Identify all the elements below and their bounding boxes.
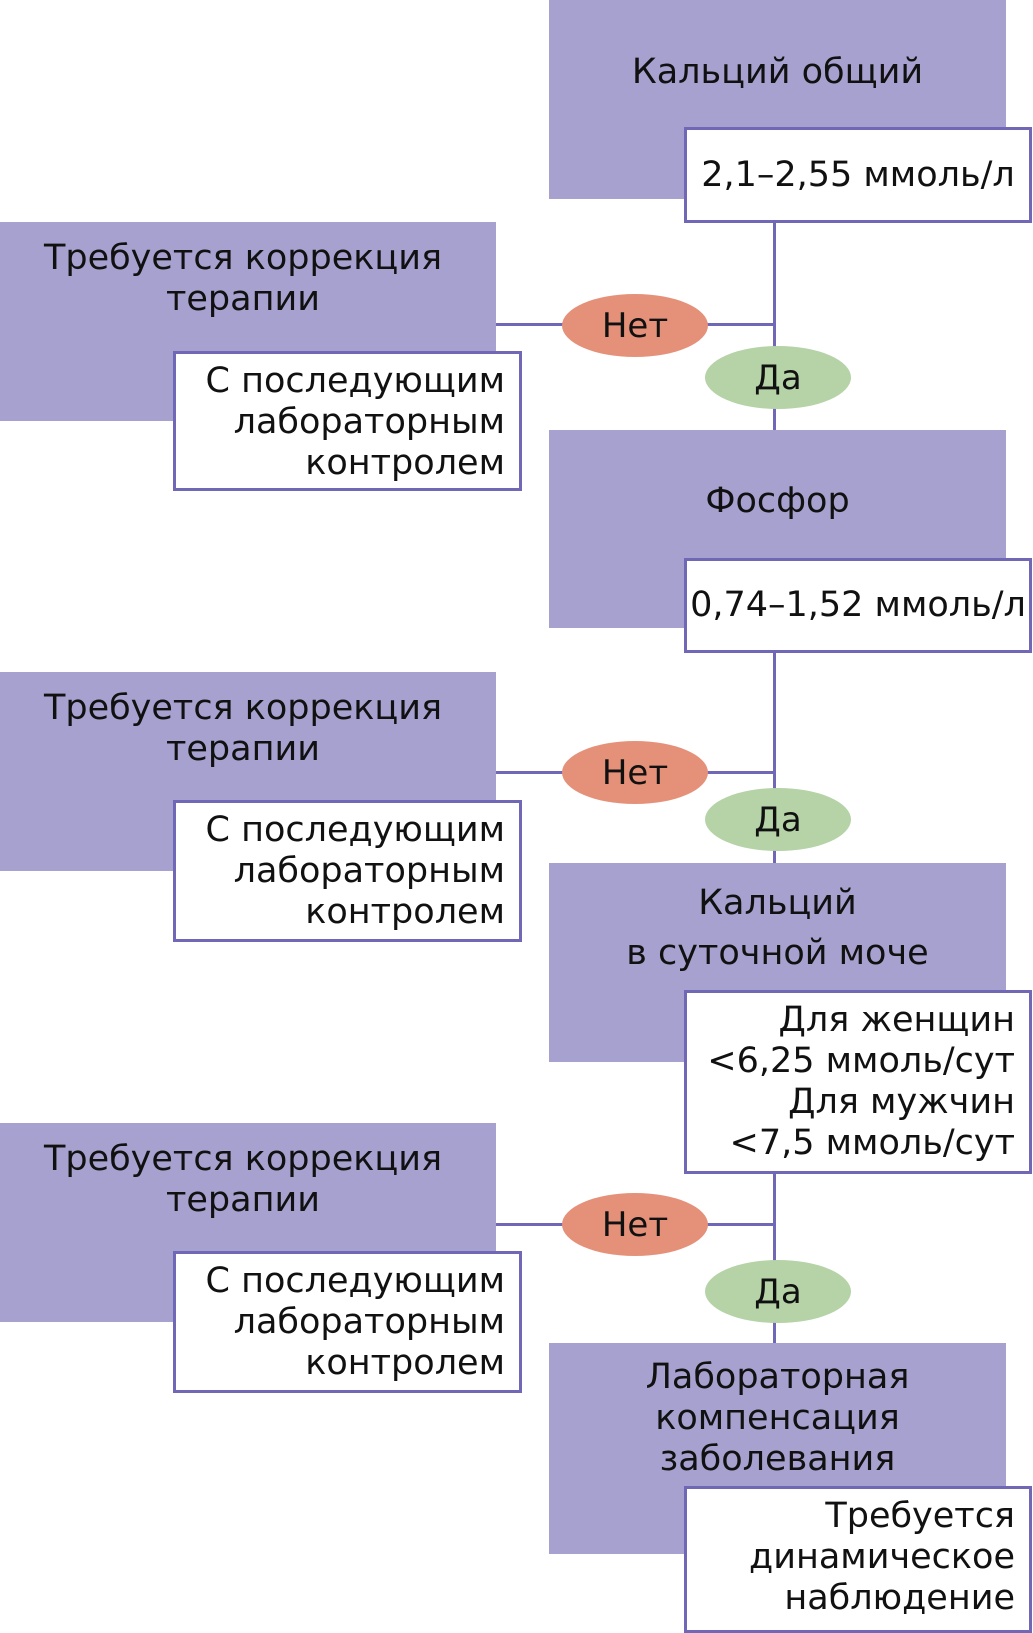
branch-title-line: терапии (166, 1180, 320, 1220)
step-phosphorus-norm: 0,74–1,52 ммоль/л (684, 558, 1032, 653)
no-label-2: Нет (562, 741, 708, 804)
step-lab-compensation-note: Требуется динамическое наблюдение (684, 1486, 1032, 1633)
step-title-line: Лабораторная (645, 1357, 910, 1397)
step-title-line: в суточной моче (626, 933, 929, 973)
step-calcium-total-norm: 2,1–2,55 ммоль/л (684, 127, 1032, 223)
norm-line: <6,25 ммоль/сут (707, 1041, 1015, 1081)
note-line: лабораторным (233, 402, 505, 442)
branch-title-line: Требуется коррекция (43, 1139, 443, 1179)
yes-label-3: Да (705, 1260, 851, 1323)
note-line: наблюдение (784, 1578, 1015, 1618)
branch-note-2: С последующим лабораторным контролем (173, 800, 522, 942)
note-line: динамическое (749, 1537, 1015, 1577)
branch-title-line: Требуется коррекция (43, 238, 443, 278)
step-title: Фосфор (705, 481, 850, 521)
branch-note-3: С последующим лабораторным контролем (173, 1251, 522, 1393)
note-line: контролем (305, 443, 505, 483)
norm-line: Для мужчин (788, 1082, 1015, 1122)
no-label-3: Нет (562, 1193, 708, 1256)
note-line: С последующим (205, 810, 506, 850)
connector-vertical-2 (773, 653, 776, 863)
note-line: С последующим (205, 361, 506, 401)
step-title-line: Кальций (698, 883, 857, 923)
yes-label-2: Да (705, 788, 851, 851)
norm-line: Для женщин (778, 1000, 1015, 1040)
norm-line: <7,5 ммоль/сут (729, 1123, 1015, 1163)
connector-vertical-3 (773, 1174, 776, 1343)
norm-value: 0,74–1,52 ммоль/л (690, 585, 1026, 625)
note-line: Требуется (825, 1496, 1015, 1536)
step-urine-calcium-norm: Для женщин <6,25 ммоль/сут Для мужчин <7… (684, 990, 1032, 1174)
branch-title-line: Требуется коррекция (43, 688, 443, 728)
branch-note-1: С последующим лабораторным контролем (173, 351, 522, 491)
step-title: Кальций общий (631, 51, 924, 92)
note-line: контролем (305, 1343, 505, 1383)
note-line: контролем (305, 892, 505, 932)
step-title-line: заболевания (659, 1439, 896, 1479)
step-title-line: компенсация (655, 1398, 900, 1438)
yes-label-1: Да (705, 346, 851, 409)
note-line: лабораторным (233, 851, 505, 891)
branch-title-line: терапии (166, 729, 320, 769)
connector-vertical-1 (773, 223, 776, 430)
note-line: лабораторным (233, 1302, 505, 1342)
norm-value: 2,1–2,55 ммоль/л (701, 154, 1015, 195)
no-label-1: Нет (562, 294, 708, 357)
note-line: С последующим (205, 1261, 506, 1301)
branch-title-line: терапии (166, 279, 320, 319)
